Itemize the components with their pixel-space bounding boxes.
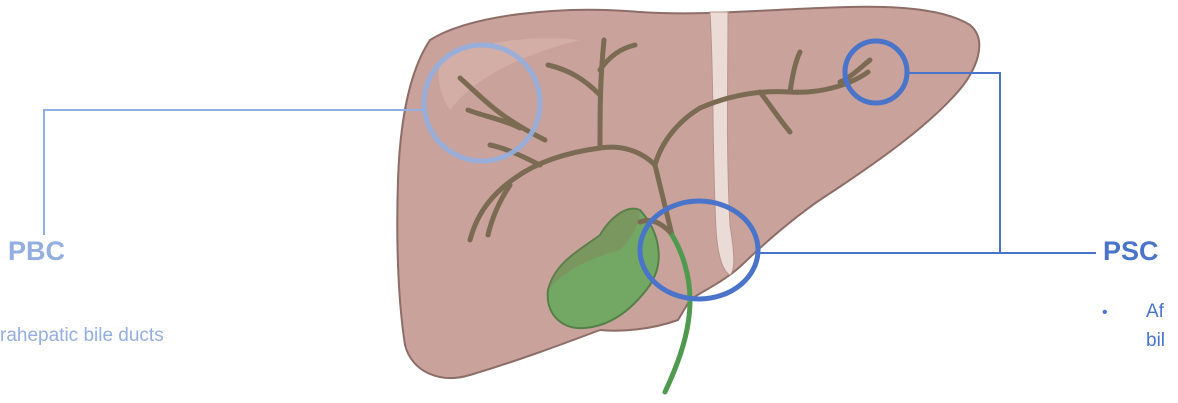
pbc-title: PBC	[8, 236, 65, 267]
pbc-connector-line	[44, 110, 424, 235]
pbc-description: rahepatic bile ducts	[0, 325, 164, 347]
psc-description-line-2: bil	[1146, 330, 1165, 352]
psc-description-line-1: Af	[1146, 301, 1164, 323]
psc-title: PSC	[1103, 236, 1159, 267]
psc-bullet: •	[1102, 304, 1108, 322]
